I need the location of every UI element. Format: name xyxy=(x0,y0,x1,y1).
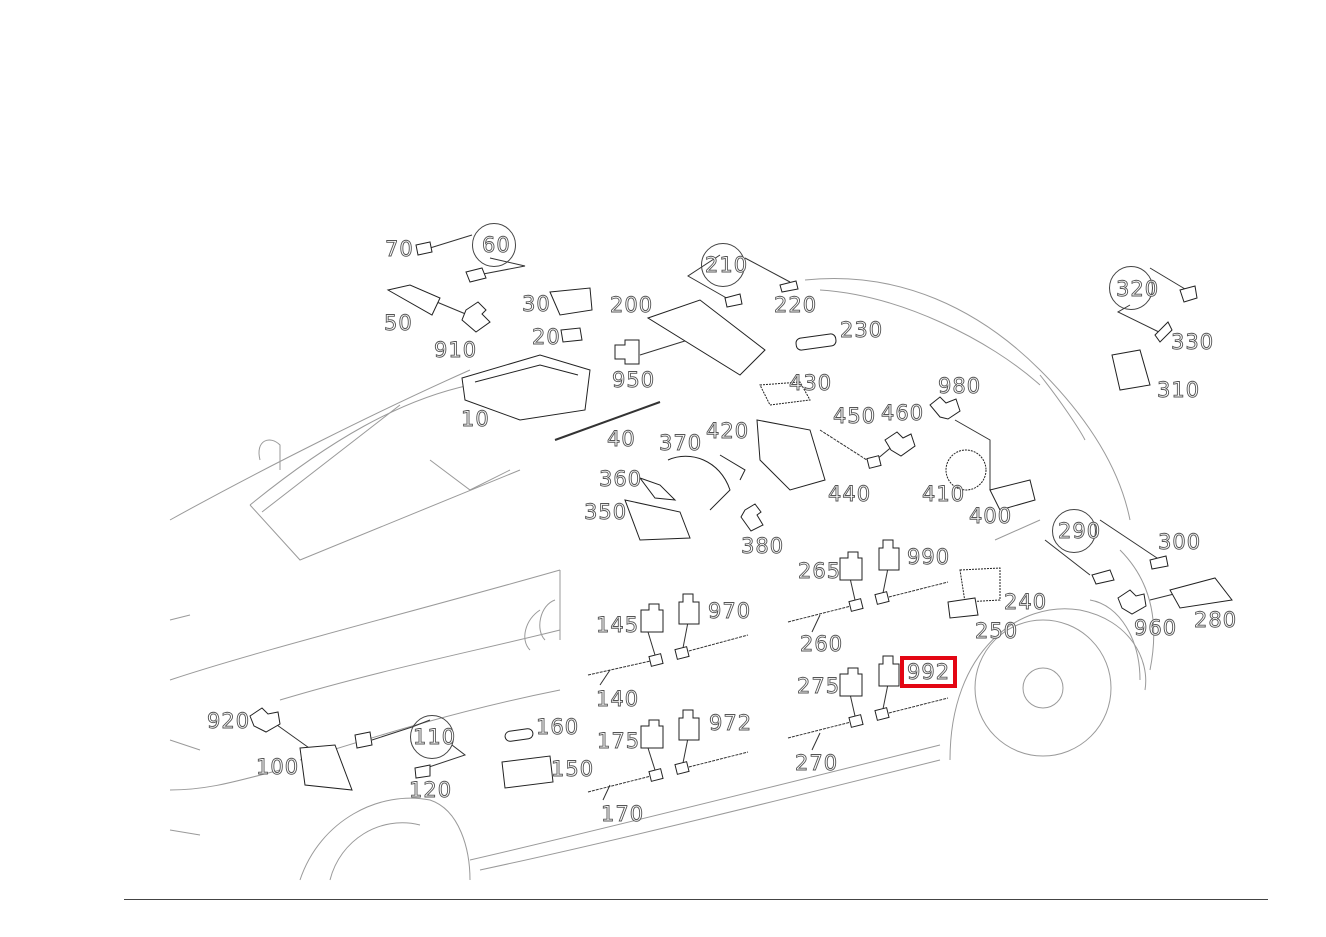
callout-370[interactable]: 370 xyxy=(659,431,703,455)
callout-290[interactable]: 290 xyxy=(1058,519,1102,543)
callout-450[interactable]: 450 xyxy=(833,404,877,428)
callout-220[interactable]: 220 xyxy=(774,293,818,317)
callout-410[interactable]: 410 xyxy=(922,482,966,506)
callout-350[interactable]: 350 xyxy=(584,500,628,524)
callout-950[interactable]: 950 xyxy=(612,368,656,392)
callout-10[interactable]: 10 xyxy=(461,407,490,431)
callout-970[interactable]: 970 xyxy=(708,599,752,623)
callout-320[interactable]: 320 xyxy=(1116,277,1160,301)
callout-360[interactable]: 360 xyxy=(599,467,643,491)
callout-70[interactable]: 70 xyxy=(385,237,414,261)
group-circle-110 xyxy=(410,715,454,759)
callout-300[interactable]: 300 xyxy=(1158,530,1202,554)
callout-145[interactable]: 145 xyxy=(596,613,640,637)
callout-260[interactable]: 260 xyxy=(800,632,844,656)
callout-280[interactable]: 280 xyxy=(1194,608,1238,632)
footer-divider xyxy=(124,899,1268,900)
callout-430[interactable]: 430 xyxy=(789,371,833,395)
callout-330[interactable]: 330 xyxy=(1171,330,1215,354)
callout-110[interactable]: 110 xyxy=(413,725,457,749)
callout-60[interactable]: 60 xyxy=(482,233,511,257)
group-circle-60 xyxy=(472,223,516,267)
callout-972[interactable]: 972 xyxy=(709,711,753,735)
callout-270[interactable]: 270 xyxy=(795,751,839,775)
callout-140[interactable]: 140 xyxy=(596,687,640,711)
group-circle-290 xyxy=(1052,509,1096,553)
callout-200[interactable]: 200 xyxy=(610,293,654,317)
callout-400[interactable]: 400 xyxy=(969,504,1013,528)
callout-265[interactable]: 265 xyxy=(798,559,842,583)
group-circle-320 xyxy=(1109,266,1153,310)
callout-460[interactable]: 460 xyxy=(881,401,925,425)
callout-30[interactable]: 30 xyxy=(522,292,551,316)
callout-170[interactable]: 170 xyxy=(601,802,645,826)
callout-960[interactable]: 960 xyxy=(1134,616,1178,640)
callout-230[interactable]: 230 xyxy=(840,318,884,342)
callout-440[interactable]: 440 xyxy=(828,482,872,506)
callout-250[interactable]: 250 xyxy=(975,619,1019,643)
callout-50[interactable]: 50 xyxy=(384,311,413,335)
callout-100[interactable]: 100 xyxy=(256,755,300,779)
callout-380[interactable]: 380 xyxy=(741,534,785,558)
callout-150[interactable]: 150 xyxy=(551,757,595,781)
callout-920[interactable]: 920 xyxy=(207,709,251,733)
group-circle-210 xyxy=(701,243,745,287)
callout-240[interactable]: 240 xyxy=(1004,590,1048,614)
callout-420[interactable]: 420 xyxy=(706,419,750,443)
callout-310[interactable]: 310 xyxy=(1157,378,1201,402)
callout-40[interactable]: 40 xyxy=(607,427,636,451)
callout-20[interactable]: 20 xyxy=(532,325,561,349)
callout-210[interactable]: 210 xyxy=(705,253,749,277)
callout-275[interactable]: 275 xyxy=(797,674,841,698)
callout-120[interactable]: 120 xyxy=(409,778,453,802)
callout-175[interactable]: 175 xyxy=(597,729,641,753)
callout-980[interactable]: 980 xyxy=(938,374,982,398)
callout-992-highlighted[interactable]: 992 xyxy=(900,656,958,688)
callout-910[interactable]: 910 xyxy=(434,338,478,362)
callout-160[interactable]: 160 xyxy=(536,715,580,739)
callout-990[interactable]: 990 xyxy=(907,545,951,569)
